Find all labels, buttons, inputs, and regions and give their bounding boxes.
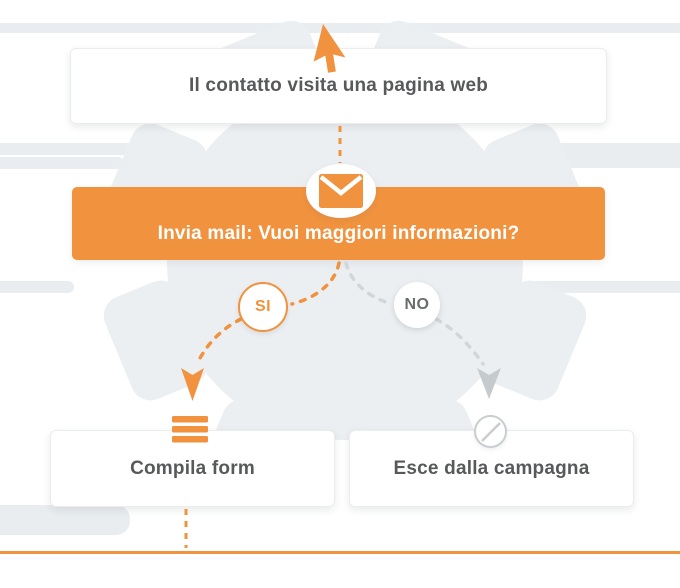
node-visit-page: Il contatto visita una pagina web [70, 48, 607, 124]
connector-email-to-no [344, 261, 394, 306]
no-entry-icon [474, 415, 507, 448]
stripe-right-1 [540, 143, 680, 168]
stripe-right-2 [523, 281, 680, 293]
stripe-left-2 [0, 157, 124, 169]
email-badge [306, 164, 376, 218]
bottom-divider-line [0, 551, 680, 554]
stripe-left-1 [0, 143, 140, 155]
node-visit-page-label: Il contatto visita una pagina web [188, 75, 489, 96]
node-exit-campaign-label: Esce dalla campagna [393, 457, 590, 479]
connector-no-to-exit [434, 317, 485, 366]
node-fill-form-label: Compila form [130, 457, 255, 479]
connector-si-to-form [195, 317, 243, 366]
node-send-email-label: Invia mail: Vuoi maggiori informazioni? [157, 223, 520, 244]
stripe-left-3 [0, 281, 74, 293]
blob-bottom-left [0, 505, 130, 535]
branch-yes-label: SI [254, 298, 272, 315]
branch-yes-badge: SI [238, 282, 288, 332]
branch-no-badge: NO [394, 282, 440, 328]
connector-email-to-si [290, 261, 341, 306]
branch-no-label: NO [404, 296, 430, 313]
email-envelope-icon [319, 174, 363, 208]
arrow-down-gray-icon [477, 368, 501, 399]
arrow-down-orange-icon [181, 368, 204, 401]
node-fill-form: Compila form [50, 430, 335, 507]
stripe-top [0, 23, 680, 33]
no-entry-slash [480, 421, 501, 442]
